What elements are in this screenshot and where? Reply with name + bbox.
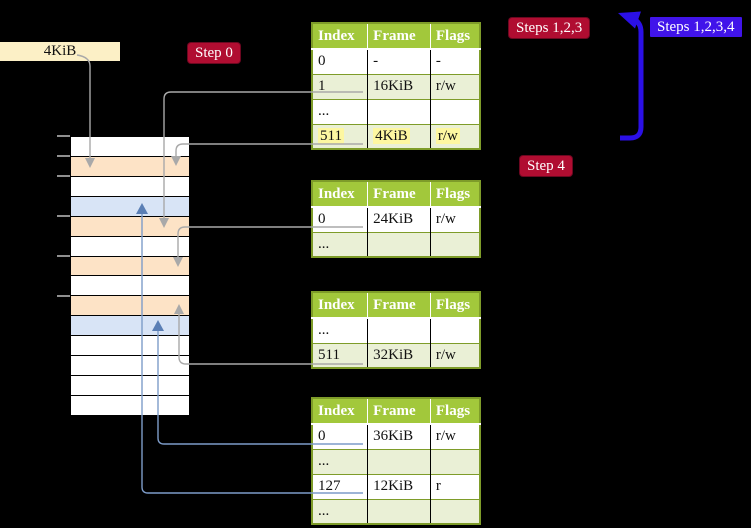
col-header-flags: Flags bbox=[430, 181, 480, 207]
cell-index: 0 bbox=[312, 48, 369, 74]
memory-frame-blue bbox=[71, 196, 189, 217]
highlight-index: 511 bbox=[318, 127, 344, 144]
cell-flags bbox=[430, 448, 480, 474]
cell-frame: 12KiB bbox=[367, 473, 431, 499]
cell-index: ... bbox=[312, 231, 369, 257]
cell-frame: 24KiB bbox=[367, 206, 431, 232]
badge-steps-1-2-3-4: Steps 1,2,3,4 bbox=[650, 17, 742, 37]
table-header-row: Index Frame Flags bbox=[312, 398, 480, 424]
memory-frame-peach bbox=[71, 156, 189, 177]
cell-frame: 16KiB bbox=[367, 73, 431, 99]
memory-frame-white bbox=[71, 356, 189, 377]
cell-frame: 4KiB bbox=[367, 123, 431, 149]
memory-frame-blue bbox=[71, 316, 189, 337]
table-row-highlighted: 511 4KiB r/w bbox=[312, 123, 480, 149]
cell-flags: r bbox=[430, 473, 480, 499]
cell-index: ... bbox=[312, 317, 369, 343]
page-table-level-3: Index Frame Flags ... 511 32KiB r/w bbox=[311, 291, 481, 369]
table-row: 0 - - bbox=[312, 48, 480, 74]
cell-frame: 32KiB bbox=[367, 342, 431, 368]
col-header-index: Index bbox=[312, 398, 369, 424]
table-row: 0 36KiB r/w bbox=[312, 423, 480, 449]
memory-frame-white bbox=[71, 376, 189, 396]
cell-flags: r/w bbox=[430, 73, 480, 99]
cell-flags bbox=[430, 231, 480, 257]
memory-frame-white bbox=[71, 336, 189, 357]
memory-tick bbox=[57, 135, 70, 137]
steps-loop-arrow bbox=[620, 16, 644, 141]
cell-flags bbox=[430, 98, 480, 124]
col-header-flags: Flags bbox=[430, 23, 480, 49]
memory-frame-white bbox=[71, 236, 189, 257]
cell-index: ... bbox=[312, 448, 369, 474]
cell-flags bbox=[430, 317, 480, 343]
memory-frame-peach bbox=[71, 296, 189, 317]
cell-index: 1 bbox=[312, 73, 369, 99]
table-row: ... bbox=[312, 231, 480, 257]
col-header-index: Index bbox=[312, 23, 369, 49]
page-table-level-4: Index Frame Flags 0 36KiB r/w ... 127 12… bbox=[311, 397, 481, 525]
memory-frame-white bbox=[71, 395, 189, 415]
table-header-row: Index Frame Flags bbox=[312, 292, 480, 318]
memory-tick bbox=[57, 295, 70, 297]
arrowhead-up-left-icon bbox=[618, 11, 641, 29]
cell-index: 0 bbox=[312, 206, 369, 232]
table-header-row: Index Frame Flags bbox=[312, 181, 480, 207]
cell-index: 0 bbox=[312, 423, 369, 449]
badge-step-4: Step 4 bbox=[520, 156, 572, 176]
cell-frame bbox=[367, 231, 431, 257]
cell-flags: r/w bbox=[430, 123, 480, 149]
cell-index: ... bbox=[312, 498, 369, 524]
table-header-row: Index Frame Flags bbox=[312, 23, 480, 49]
cell-flags: r/w bbox=[430, 206, 480, 232]
col-header-flags: Flags bbox=[430, 292, 480, 318]
table-row: 511 32KiB r/w bbox=[312, 342, 480, 368]
highlight-frame: 4KiB bbox=[373, 127, 410, 144]
cell-index: 127 bbox=[312, 473, 369, 499]
col-header-frame: Frame bbox=[367, 23, 431, 49]
table-row: 1 16KiB r/w bbox=[312, 73, 480, 99]
memory-frame-white bbox=[71, 137, 189, 157]
memory-tick bbox=[57, 255, 70, 257]
frame-size-label: 4KiB bbox=[0, 42, 120, 61]
cell-frame bbox=[367, 98, 431, 124]
table-row: ... bbox=[312, 448, 480, 474]
table-row: 0 24KiB r/w bbox=[312, 206, 480, 232]
memory-tick bbox=[57, 175, 70, 177]
page-table-level-2: Index Frame Flags 0 24KiB r/w ... bbox=[311, 180, 481, 258]
cell-flags: r/w bbox=[430, 423, 480, 449]
cell-frame bbox=[367, 498, 431, 524]
memory-tick bbox=[57, 155, 70, 157]
cell-frame bbox=[367, 317, 431, 343]
badge-steps-1-2-3: Steps 1,2,3 bbox=[509, 18, 590, 38]
col-header-index: Index bbox=[312, 181, 369, 207]
table-row: ... bbox=[312, 317, 480, 343]
memory-frame-white bbox=[71, 276, 189, 297]
highlight-flags: r/w bbox=[435, 127, 460, 144]
col-header-flags: Flags bbox=[430, 398, 480, 424]
col-header-frame: Frame bbox=[367, 181, 431, 207]
col-header-frame: Frame bbox=[367, 398, 431, 424]
table-row: 127 12KiB r bbox=[312, 473, 480, 499]
memory-frame-white bbox=[71, 176, 189, 197]
cell-frame: 36KiB bbox=[367, 423, 431, 449]
memory-tick bbox=[57, 215, 70, 217]
page-table-level-1: Index Frame Flags 0 - - 1 16KiB r/w ... bbox=[311, 22, 481, 150]
cell-index: 511 bbox=[312, 123, 369, 149]
badge-step-0: Step 0 bbox=[188, 43, 240, 63]
cell-flags: r/w bbox=[430, 342, 480, 368]
table-row: ... bbox=[312, 498, 480, 524]
cell-flags bbox=[430, 498, 480, 524]
memory-strip bbox=[70, 136, 190, 416]
cell-index: 511 bbox=[312, 342, 369, 368]
cell-frame bbox=[367, 448, 431, 474]
memory-frame-peach bbox=[71, 216, 189, 237]
cell-frame: - bbox=[367, 48, 431, 74]
col-header-index: Index bbox=[312, 292, 369, 318]
cell-flags: - bbox=[430, 48, 480, 74]
table-row: ... bbox=[312, 98, 480, 124]
cell-index: ... bbox=[312, 98, 369, 124]
col-header-frame: Frame bbox=[367, 292, 431, 318]
memory-frame-peach bbox=[71, 256, 189, 277]
